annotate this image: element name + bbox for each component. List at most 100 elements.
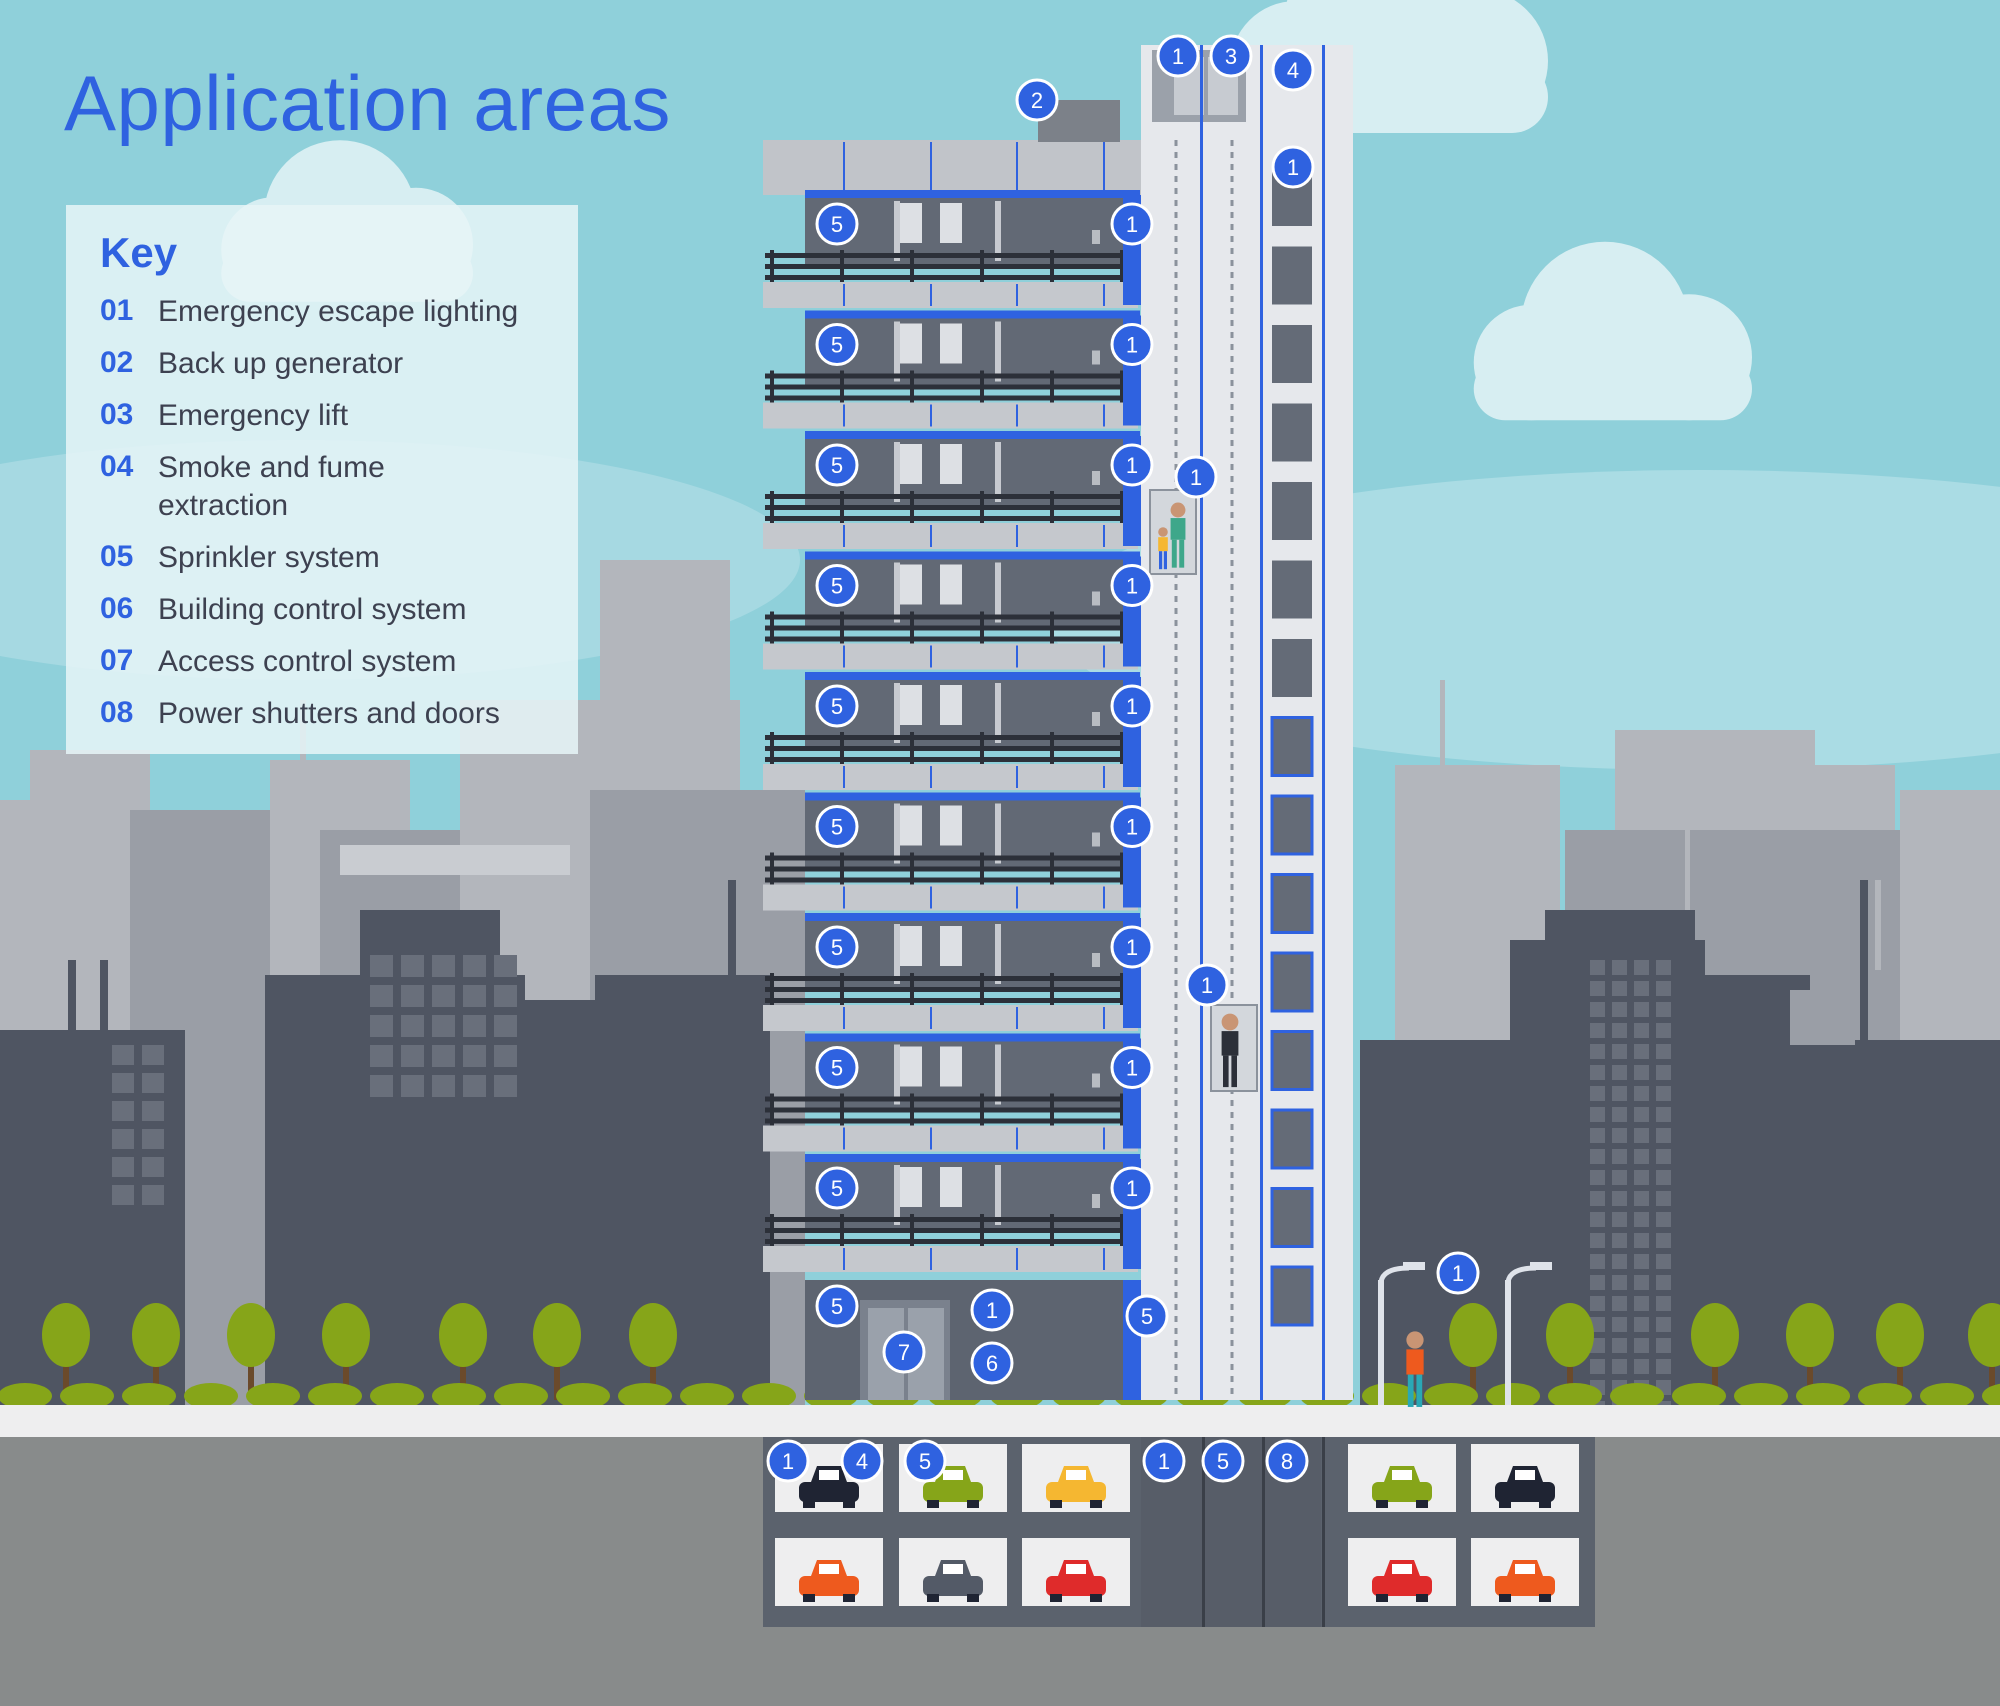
hedge (556, 1383, 610, 1409)
lamp-head (1403, 1262, 1425, 1270)
parked-car (1495, 1466, 1555, 1508)
marker-circle (815, 443, 859, 487)
slab-line (843, 284, 845, 306)
balcony-post (980, 370, 984, 403)
balcony-post (1050, 611, 1054, 644)
stair-window (1270, 1187, 1314, 1248)
parked-car (1046, 1560, 1106, 1602)
city-window (1656, 1002, 1671, 1017)
marker-number: 5 (831, 574, 843, 599)
city-window (370, 1075, 393, 1097)
person-torso (1170, 518, 1186, 540)
city-window (1656, 1149, 1671, 1164)
key-number: 02 (100, 346, 134, 379)
city-window (463, 1015, 486, 1037)
city-window (370, 1015, 393, 1037)
interior-pillar (894, 803, 900, 864)
hedge (1424, 1383, 1478, 1409)
city-window (432, 1075, 455, 1097)
slab-line (930, 766, 932, 788)
marker-circle (1174, 455, 1218, 499)
city-window (463, 1075, 486, 1097)
slab-line (930, 1007, 932, 1029)
key-item-emergency-lift: 03 Emergency lift (100, 397, 578, 435)
city-window (463, 985, 486, 1007)
city-window (112, 1185, 134, 1205)
city-window (1590, 1128, 1605, 1143)
city-window (1590, 1002, 1605, 1017)
city-window (1612, 1149, 1627, 1164)
tree (132, 1303, 180, 1400)
hedge (1796, 1383, 1850, 1409)
city-window (401, 1075, 424, 1097)
cloud-base (1473, 357, 1752, 421)
balcony-post (980, 973, 984, 1005)
city-window (1634, 1233, 1649, 1248)
city-window (112, 1045, 134, 1065)
number-marker: 2 (1015, 78, 1059, 122)
tree-trunk (1567, 1345, 1573, 1400)
balcony-post (910, 250, 914, 282)
balcony-post (1120, 852, 1124, 885)
marker-number: 1 (1126, 1056, 1138, 1081)
car-body (1046, 1576, 1106, 1596)
city-window (1634, 1191, 1649, 1206)
stair-window (1272, 639, 1312, 697)
person-leg (1159, 551, 1163, 570)
marker-circle (1436, 1251, 1480, 1295)
car-window (943, 1564, 963, 1574)
roof-parapet (763, 140, 1141, 195)
balcony-rail (765, 275, 1125, 280)
city-window (1590, 1107, 1605, 1122)
city-window (1590, 1191, 1605, 1206)
marker-number: 1 (986, 1298, 998, 1323)
balcony-rail (765, 636, 1125, 642)
person-head (1406, 1331, 1424, 1349)
car-body (923, 1482, 983, 1502)
interior-window (940, 685, 962, 725)
slab-line (1016, 284, 1018, 306)
person-figure (1406, 1331, 1424, 1407)
city-window (1590, 1212, 1605, 1227)
marker-number: 4 (856, 1449, 868, 1474)
foreground-tower (1510, 940, 1705, 1420)
tree-crown (1546, 1303, 1594, 1367)
city-window (1590, 981, 1605, 996)
marker-number: 5 (831, 453, 843, 478)
tree-trunk (460, 1345, 466, 1400)
balcony-post (980, 491, 984, 523)
city-window (370, 955, 393, 977)
balcony-post (1120, 1093, 1124, 1126)
key-item-access-control-system: 07 Access control system (100, 643, 578, 681)
slab-line (1016, 1248, 1018, 1270)
number-marker: 4 (840, 1439, 884, 1483)
hedge (618, 1383, 672, 1409)
interior-pillar (995, 803, 1001, 864)
tree-trunk (1807, 1345, 1813, 1400)
stair-window (1272, 482, 1312, 540)
city-window (1634, 981, 1649, 996)
car-wheel (1499, 1500, 1511, 1508)
tree (439, 1303, 487, 1400)
building-floor (763, 431, 1141, 549)
parked-car (799, 1466, 859, 1508)
city-window (142, 1073, 164, 1093)
city-window (494, 1015, 517, 1037)
marker-number: 1 (1126, 212, 1138, 237)
marker-circle (815, 564, 859, 607)
marker-number: 6 (986, 1351, 998, 1376)
wall-switch (1092, 1194, 1100, 1208)
building-floor (763, 310, 1141, 429)
city-window (494, 985, 517, 1007)
building-floor (763, 551, 1141, 670)
stair-window (1270, 1108, 1314, 1170)
car-wheel (1539, 1594, 1551, 1602)
floor-slab-blue (805, 310, 1140, 319)
foreground-tower (595, 975, 770, 1420)
roof-line (930, 142, 932, 192)
city-window (1590, 1170, 1605, 1185)
city-window (1634, 1128, 1649, 1143)
key-number: 04 (100, 450, 134, 483)
city-window (1634, 1275, 1649, 1290)
number-marker: 1 (1174, 455, 1218, 499)
